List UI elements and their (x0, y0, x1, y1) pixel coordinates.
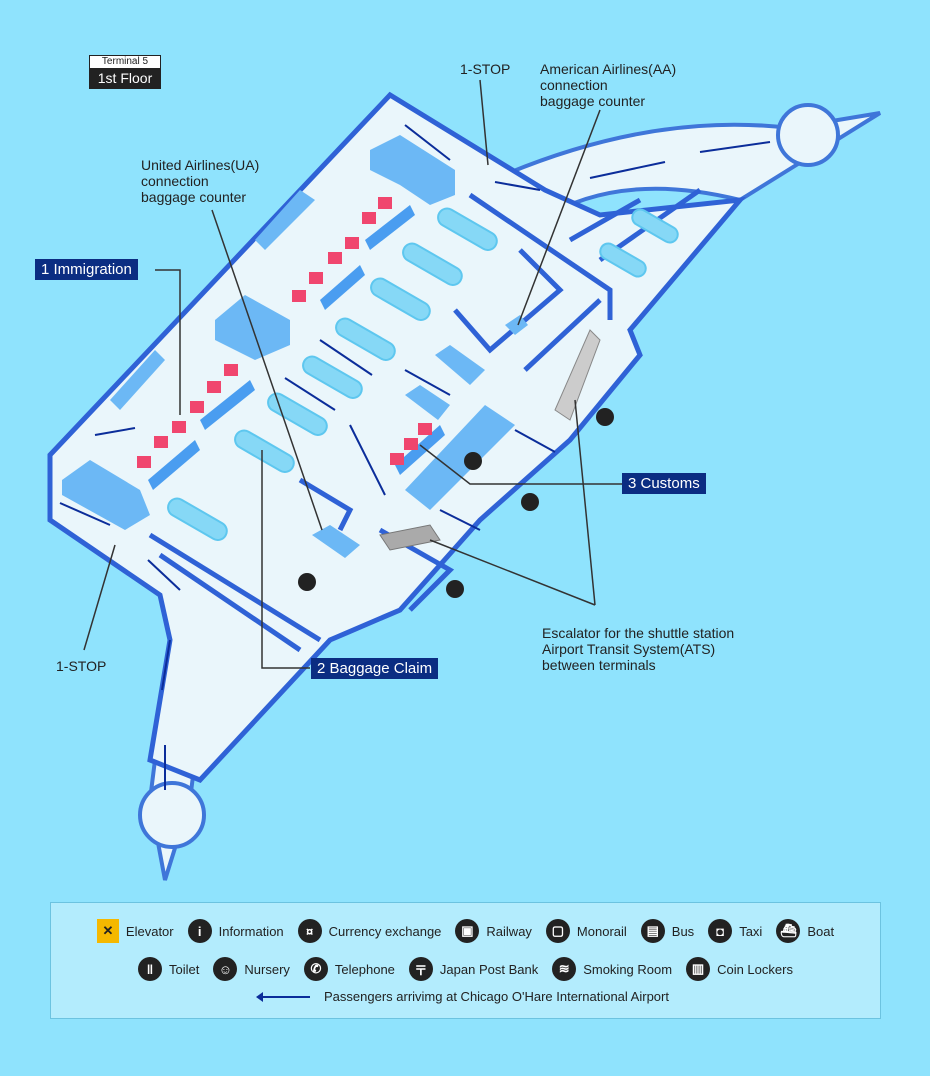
legend-item: ▢ Monorail (545, 919, 627, 943)
legend-label: Coin Lockers (717, 961, 793, 977)
legend-item: ‖ Toilet (138, 957, 199, 981)
toilet-icon: ‖ (138, 957, 163, 981)
map-icons (298, 408, 614, 598)
legend-row-1: ✕ Elevator i Information ¤ Currency exchange ▣… (51, 919, 880, 943)
counter-desks (148, 205, 445, 490)
legend-item: ▥ Coin Lockers (686, 957, 793, 981)
terminal-label: Terminal 5 (90, 56, 160, 68)
stop-top-label: 1-STOP (460, 61, 511, 77)
right-roundabout (776, 103, 840, 167)
legend-item: i Information (187, 919, 284, 943)
legend-label: Nursery (244, 961, 290, 977)
customs-tag: 3 Customs (622, 473, 706, 494)
japan-post-bank-icon: 〒 (408, 957, 433, 981)
monorail-icon: ▢ (545, 919, 570, 943)
legend-item: ⛴ Boat (776, 919, 834, 943)
telephone-icon: ✆ (303, 957, 328, 981)
legend-item: ▣ Railway (455, 919, 532, 943)
legend-label: Information (218, 923, 284, 939)
leader-lines (83, 79, 622, 669)
legend-label: Currency exchange (328, 923, 442, 939)
baggage-belts (167, 207, 679, 541)
bottom-roundabout (138, 781, 206, 849)
bus-icon: ▤ (640, 919, 665, 943)
legend-label: Telephone (334, 961, 395, 977)
currency-exchange-icon: ¤ (297, 919, 322, 943)
taxi-icon: ◘ (708, 919, 733, 943)
legend-label: Boat (807, 923, 835, 939)
legend-item: ▤ Bus (640, 919, 695, 943)
legend-label: Japan Post Bank (439, 961, 539, 977)
main-floor (47, 91, 746, 783)
legend-label: Taxi (739, 923, 763, 939)
floor-badge: Terminal 5 1st Floor (89, 55, 161, 89)
legend-label: Smoking Room (583, 961, 673, 977)
flow-arrows (59, 124, 771, 790)
aa-counter-label: American Airlines(AA) connection baggage… (540, 61, 677, 109)
information-icon: i (187, 919, 212, 943)
immigration-booths (137, 197, 432, 468)
legend-label: Elevator (125, 923, 174, 939)
legend-row-2: ‖ Toilet ☺ Nursery ✆ Telephone 〒 Japan Post Ban… (51, 957, 880, 981)
immigration-tag: 1 Immigration (35, 259, 138, 280)
coin-lockers-icon: ▥ (686, 957, 711, 981)
legend-item: ¤ Currency exchange (297, 919, 442, 943)
stop-bottom-label: 1-STOP (56, 658, 107, 674)
legend-label: Bus (671, 923, 695, 939)
legend-item: 〒 Japan Post Bank (408, 957, 539, 981)
boat-icon: ⛴ (776, 919, 801, 943)
legend-row-3: Passengers arrivimg at Chicago O'Hare In… (51, 989, 880, 1004)
nursery-icon: ☺ (213, 957, 238, 981)
elevator-icon: ✕ (96, 919, 119, 943)
legend-label: Toilet (169, 961, 200, 977)
baggage-claim-tag: 2 Baggage Claim (311, 658, 439, 679)
legend-label: Railway (486, 923, 532, 939)
arrival-arrow-label: Passengers arrivimg at Chicago O'Hare In… (324, 989, 669, 1004)
legend: ✕ Elevator i Information ¤ Currency exchange ▣… (50, 902, 881, 1019)
rooms (62, 135, 528, 558)
legend-item: ✆ Telephone (303, 957, 395, 981)
escalator-right (554, 329, 601, 421)
legend-item: ✕ Elevator (96, 919, 174, 943)
legend-item: ≋ Smoking Room (552, 957, 672, 981)
legend-label: Monorail (576, 923, 627, 939)
floor-label: 1st Floor (97, 70, 153, 86)
railway-icon: ▣ (455, 919, 480, 943)
escalator-label: Escalator for the shuttle station Airpor… (542, 625, 735, 673)
legend-item: ☺ Nursery (213, 957, 290, 981)
arrow-icon (256, 991, 310, 1002)
ua-counter-label: United Airlines(UA) connection baggage c… (141, 157, 260, 205)
legend-item: ◘ Taxi (708, 919, 762, 943)
escalator-bottom (379, 524, 441, 551)
smoking-room-icon: ≋ (552, 957, 577, 981)
